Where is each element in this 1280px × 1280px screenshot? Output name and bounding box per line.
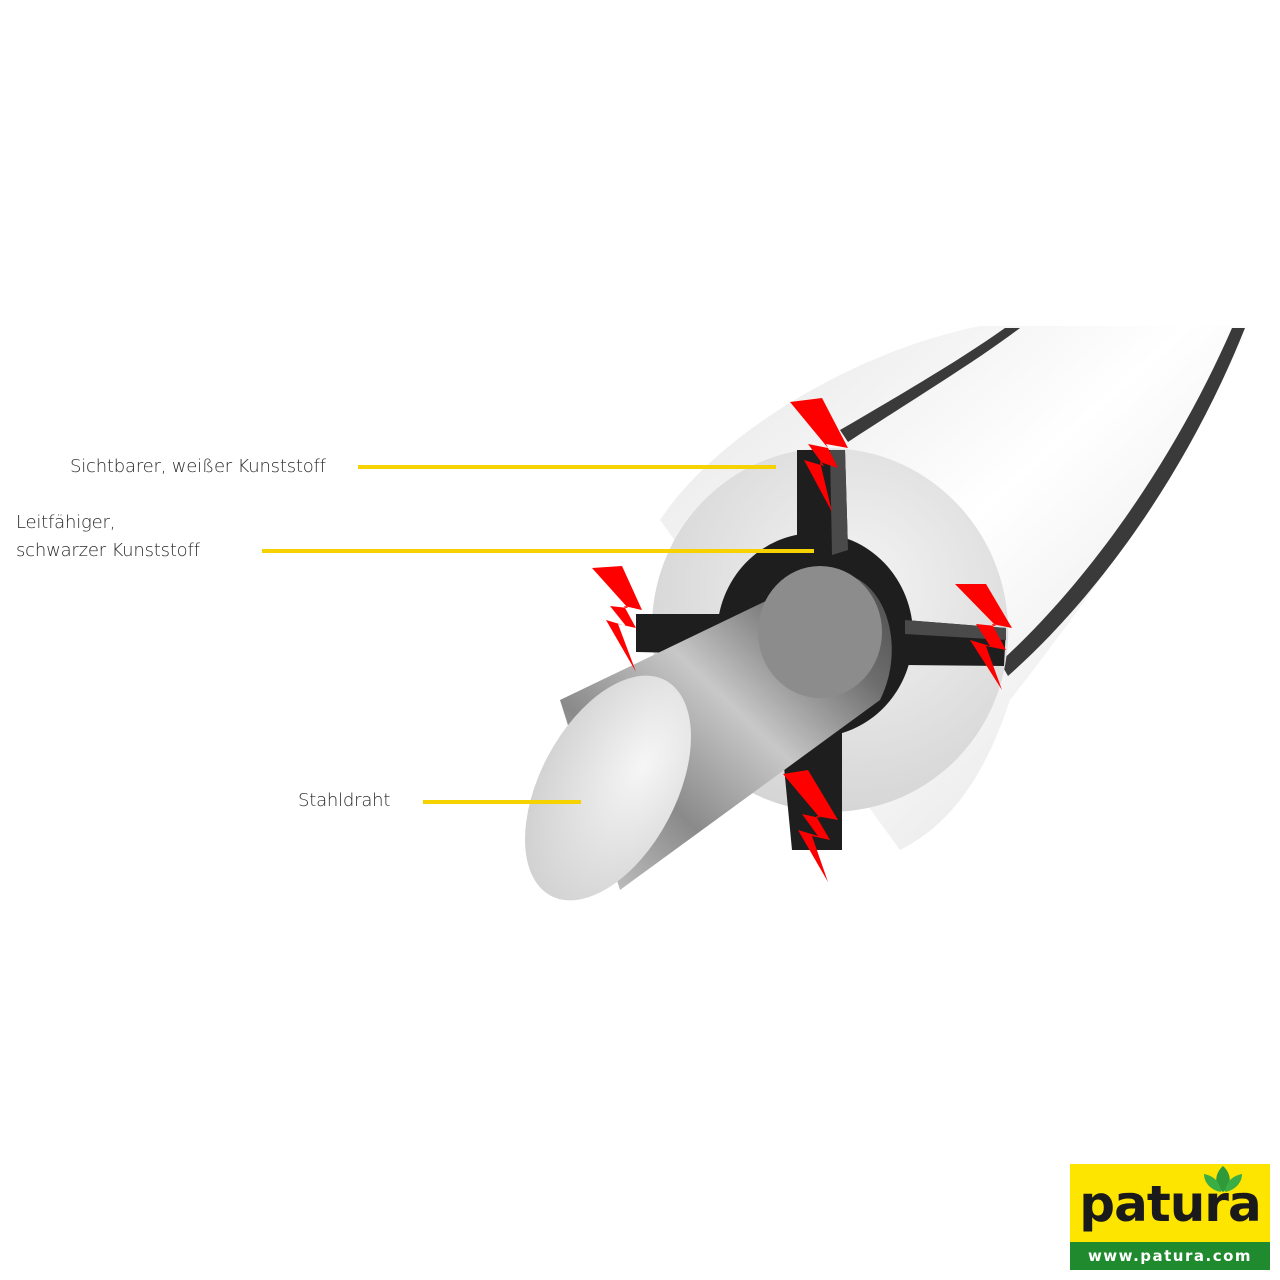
label-outer-plastic: Sichtbarer, weißer Kunststoff — [70, 456, 326, 477]
steel-core-end — [525, 675, 691, 901]
lightning-icon — [790, 398, 848, 512]
label-conductive-plastic-line1: Leitfähiger, — [16, 512, 116, 533]
label-steel-wire: Stahldraht — [298, 790, 391, 811]
leader-line-outer-plastic — [358, 465, 776, 469]
leader-line-conductive-plastic — [262, 549, 814, 553]
patura-logo[interactable]: patura www.patura.com — [1070, 1164, 1270, 1270]
lightning-icon — [955, 584, 1012, 690]
leaf-icon — [1204, 1166, 1242, 1192]
lightning-icon — [592, 566, 642, 672]
steel-core — [525, 566, 892, 901]
label-conductive-plastic-line2: schwarzer Kunststoff — [16, 540, 200, 561]
logo-url-text[interactable]: www.patura.com — [1070, 1242, 1270, 1270]
lightning-icon — [783, 770, 838, 882]
lightning-icons — [592, 398, 1012, 882]
leader-line-steel-wire — [423, 800, 581, 804]
logo-brand-text: patura — [1079, 1175, 1261, 1233]
